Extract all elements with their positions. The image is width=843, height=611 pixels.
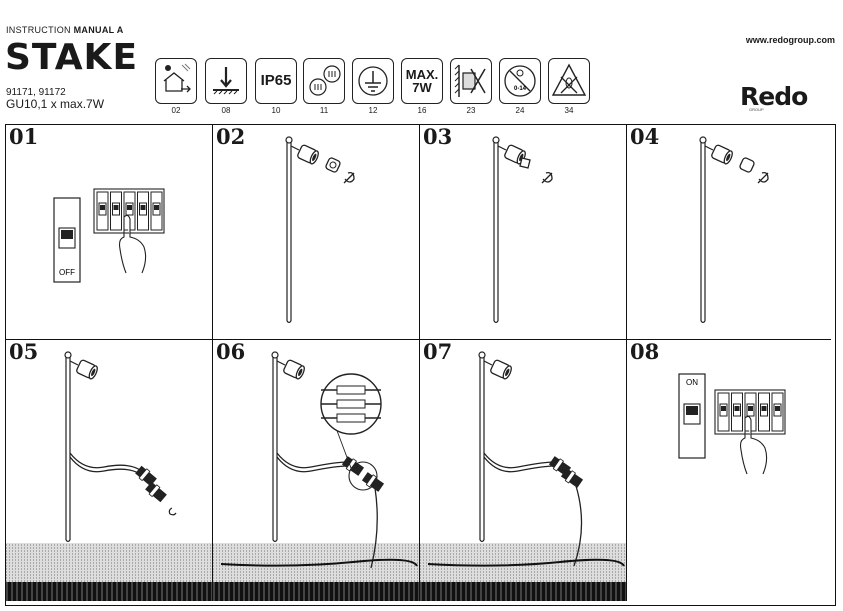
ip65-symbol: IP65 10 — [255, 58, 297, 118]
step-number: 03 — [423, 125, 453, 149]
product-codes: 91171, 91172 — [6, 87, 66, 98]
step-number: 07 — [423, 340, 453, 364]
symbol-number: 02 — [171, 106, 181, 115]
step-panel-02: 02 — [213, 125, 420, 340]
step-panel-04: 04 — [627, 125, 831, 340]
symbol-number: 11 — [319, 106, 329, 115]
symbol-number: 23 — [466, 106, 476, 115]
icon-text: IP65 — [260, 72, 292, 89]
symbol-number: 10 — [271, 106, 281, 115]
step-panel-01: OFF 01 — [6, 125, 213, 340]
outdoor-house-icon — [155, 58, 197, 104]
step-panel-05: 05 — [6, 340, 213, 601]
step-illustration — [420, 351, 626, 601]
no-insects-symbol: 34 — [548, 58, 590, 118]
symbol-number: 08 — [221, 106, 231, 115]
step-panel-08: ON 08 — [627, 340, 831, 601]
step-panel-06: 06 — [213, 340, 420, 601]
wall-mount-icon — [450, 58, 492, 104]
earth-ground-symbol: 12 — [352, 58, 394, 118]
symbol-number: 12 — [368, 106, 378, 115]
ground-install-symbol: 08 — [205, 58, 247, 118]
switch-state-label: OFF — [59, 268, 75, 277]
product-title: STAKE — [5, 37, 139, 78]
step-number: 06 — [216, 340, 246, 364]
no-insects-icon — [548, 58, 590, 104]
product-spec: GU10,1 x max.7W — [6, 97, 105, 111]
step-illustration: OFF — [53, 188, 165, 283]
step-illustration — [6, 351, 212, 601]
connector-symbol: 11 — [303, 58, 345, 118]
max-7w-icon: MAX. 7W — [401, 58, 443, 104]
symbol-number: 16 — [417, 106, 427, 115]
temperature-icon: 0-14 — [499, 58, 541, 104]
logo-subtext: GROUP — [749, 107, 764, 112]
wall-mount-symbol: 23 — [450, 58, 492, 118]
redo-logo: Redo — [740, 82, 808, 111]
symbol-number: 24 — [515, 106, 525, 115]
step-illustration: ON — [678, 373, 786, 475]
step-number: 04 — [630, 125, 660, 149]
switch-state-label: ON — [686, 378, 698, 387]
earth-ground-icon — [352, 58, 394, 104]
step-illustration — [492, 136, 553, 324]
step-number: 01 — [9, 125, 39, 149]
step-panel-03: 03 — [420, 125, 627, 340]
symbol-number: 34 — [564, 106, 574, 115]
temperature-range: 0-14 — [514, 86, 527, 92]
temperature-symbol: 0-14 24 — [499, 58, 541, 118]
icon-text: MAX. 7W — [405, 67, 439, 95]
step-number: 02 — [216, 125, 246, 149]
ground-install-icon — [205, 58, 247, 104]
step-number: 08 — [630, 340, 660, 364]
website-url[interactable]: www.redogroup.com — [745, 35, 835, 45]
step-illustration — [213, 351, 419, 601]
step-panel-07: 07 — [420, 340, 627, 601]
manual-label: INSTRUCTION MANUAL A — [6, 25, 124, 35]
instruction-grid: OFF 01 02 03 04 05 — [5, 124, 836, 606]
step-illustration — [285, 136, 355, 324]
outdoor-house-symbol: 02 — [155, 58, 197, 118]
symbol-strip: 02 08 IP65 10 11 12 MAX. 7W 16 23 0-14 24 34 — [155, 58, 595, 118]
step-illustration — [699, 136, 769, 324]
step-number: 05 — [9, 340, 39, 364]
connector-icon — [303, 58, 345, 104]
max-7w-symbol: MAX. 7W 16 — [401, 58, 443, 118]
ip65-icon: IP65 — [255, 58, 297, 104]
